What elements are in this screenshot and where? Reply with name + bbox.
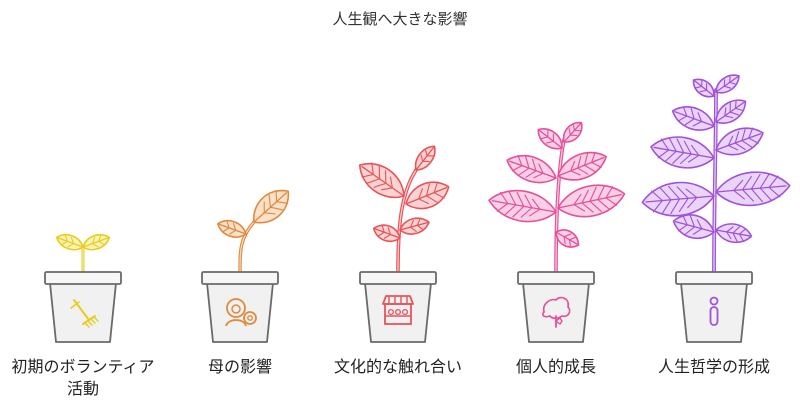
leaf [692, 78, 715, 98]
stage-label-3: 文化的な触れ合い [333, 357, 462, 376]
plant-1 [55, 234, 111, 274]
pot-body [364, 282, 432, 343]
leaf [372, 224, 401, 242]
leaf [414, 145, 436, 171]
pot-body [522, 282, 590, 343]
flower-pot-4 [517, 271, 595, 343]
pot-body [680, 282, 748, 343]
rake-icon [70, 299, 99, 328]
leaf [715, 171, 791, 207]
leaf [537, 128, 563, 150]
pot-rim [517, 271, 595, 285]
leaf [562, 121, 583, 143]
leaf [715, 223, 753, 244]
leaf [715, 127, 764, 156]
leaf [671, 106, 715, 131]
stage-label-5: 人生哲学の形成 [657, 357, 770, 376]
leaf [650, 136, 715, 169]
plant-2 [217, 189, 289, 274]
pot-rim [359, 271, 437, 285]
market-stall-icon [382, 295, 414, 325]
plant-3 [358, 145, 450, 274]
leaf [488, 189, 557, 223]
stem [238, 220, 256, 274]
leaf [641, 181, 715, 217]
leaf [672, 214, 715, 240]
stage-label-2: 母の影響 [207, 357, 272, 376]
pot-rim [44, 271, 122, 285]
pot-rim [675, 271, 753, 285]
flower-pot-5 [675, 271, 753, 343]
leaf [557, 151, 608, 181]
leaf [253, 189, 289, 224]
flower-pot-1 [44, 271, 122, 343]
flower-pot-3 [359, 271, 437, 343]
leaf [82, 234, 111, 251]
plant-5 [641, 74, 791, 274]
person-icon [709, 296, 719, 326]
leaf [557, 184, 626, 218]
diagram-title: 人生観へ大きな影響 [332, 10, 468, 28]
leaf [358, 162, 405, 199]
leaf [506, 154, 557, 184]
stage-label-1: 初期のボランティア活動 [11, 357, 155, 398]
leaf [715, 99, 747, 124]
stem [712, 88, 718, 274]
pot-body [206, 282, 274, 343]
stem [396, 168, 418, 274]
stage-label-4: 個人的成長 [515, 357, 596, 376]
mother-icon [225, 298, 257, 327]
growing-tree-icon [541, 296, 571, 328]
pot-rim [201, 271, 279, 285]
flower-pot-2 [201, 271, 279, 343]
leaf [555, 229, 580, 248]
leaf [399, 217, 430, 235]
leaf [715, 74, 740, 94]
leaf [217, 219, 247, 238]
plant-4 [488, 121, 626, 274]
stem [554, 138, 566, 274]
leaf [405, 181, 450, 210]
leaf [55, 234, 84, 251]
